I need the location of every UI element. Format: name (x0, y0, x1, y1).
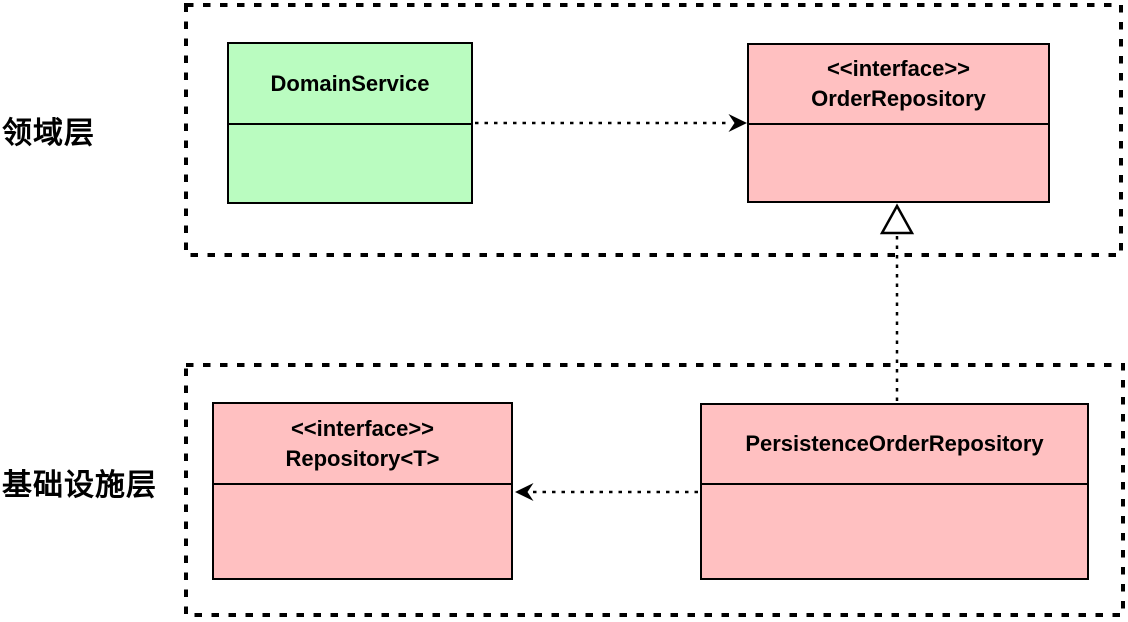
class-title: <<interface>> OrderRepository (749, 45, 1048, 125)
class-box-order-repository: <<interface>> OrderRepository (747, 43, 1050, 203)
class-title: DomainService (229, 44, 471, 125)
class-title: PersistenceOrderRepository (702, 405, 1087, 485)
class-stereotype: <<interface>> (290, 415, 435, 441)
class-box-persistence-order-repository: PersistenceOrderRepository (700, 403, 1089, 580)
dependency-arrowhead-right-icon (728, 114, 747, 132)
dependency-arrowhead-left-icon (515, 483, 534, 501)
class-body-empty (229, 125, 471, 202)
class-name: PersistenceOrderRepository (745, 431, 1044, 457)
class-title: <<interface>> Repository<T> (214, 404, 511, 485)
class-stereotype: <<interface>> (826, 56, 971, 82)
realization-hollow-triangle-icon (879, 203, 915, 235)
class-name: Repository<T> (285, 445, 440, 471)
class-body-empty (749, 125, 1048, 201)
layer-label-domain: 领域层 (2, 117, 95, 150)
class-body-empty (702, 485, 1087, 578)
class-body-empty (214, 485, 511, 578)
class-name: DomainService (270, 70, 430, 96)
class-name: OrderRepository (811, 86, 986, 111)
class-box-domain-service: DomainService (227, 42, 473, 204)
layer-label-infrastructure: 基础设施层 (2, 469, 157, 502)
class-box-repository-t: <<interface>> Repository<T> (212, 402, 513, 580)
